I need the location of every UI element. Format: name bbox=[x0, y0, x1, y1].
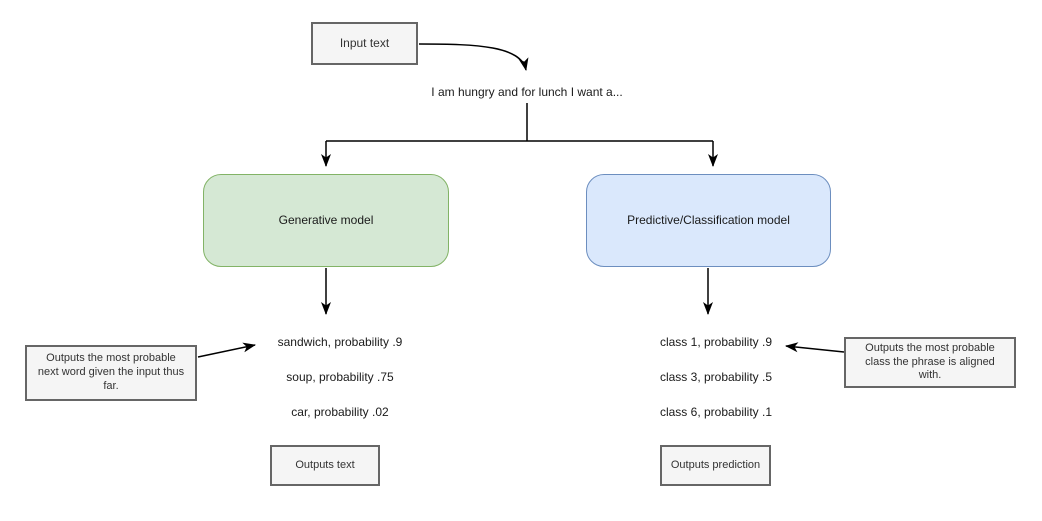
generative-note-text: Outputs the most probable next word give… bbox=[37, 352, 185, 392]
outputs-text-box: Outputs text bbox=[270, 445, 380, 486]
outputs-prediction-label: Outputs prediction bbox=[670, 458, 761, 471]
edge-input-to-sentence bbox=[418, 43, 529, 71]
outputs-prediction-box: Outputs prediction bbox=[660, 445, 771, 486]
generative-output-1: sandwich, probability .9 bbox=[277, 335, 403, 349]
generative-model-box: Generative model bbox=[203, 174, 449, 267]
outputs-text-label: Outputs text bbox=[295, 458, 355, 471]
input-sentence: I am hungry and for lunch I want a... bbox=[431, 85, 623, 99]
generative-output-3: car, probability .02 bbox=[291, 405, 389, 419]
generative-output-2: soup, probability .75 bbox=[286, 370, 394, 384]
input-text-label: Input text bbox=[339, 36, 390, 50]
predictive-model-box: Predictive/Classification model bbox=[586, 174, 831, 267]
predictive-output-2: class 3, probability .5 bbox=[659, 370, 773, 384]
generative-model-label: Generative model bbox=[278, 213, 374, 227]
predictive-output-3: class 6, probability .1 bbox=[659, 405, 773, 419]
generative-outputs-list: sandwich, probability .9 soup, probabili… bbox=[240, 335, 440, 440]
predictive-output-1: class 1, probability .9 bbox=[659, 335, 773, 349]
predictive-outputs-list: class 1, probability .9 class 3, probabi… bbox=[616, 335, 816, 440]
input-text-box: Input text bbox=[311, 22, 418, 65]
predictive-note-text: Outputs the most probable class the phra… bbox=[865, 341, 995, 382]
generative-note-box: Outputs the most probable next word give… bbox=[25, 345, 197, 401]
predictive-model-label: Predictive/Classification model bbox=[627, 213, 790, 227]
predictive-note-box: Outputs the most probable class the phra… bbox=[844, 337, 1016, 388]
